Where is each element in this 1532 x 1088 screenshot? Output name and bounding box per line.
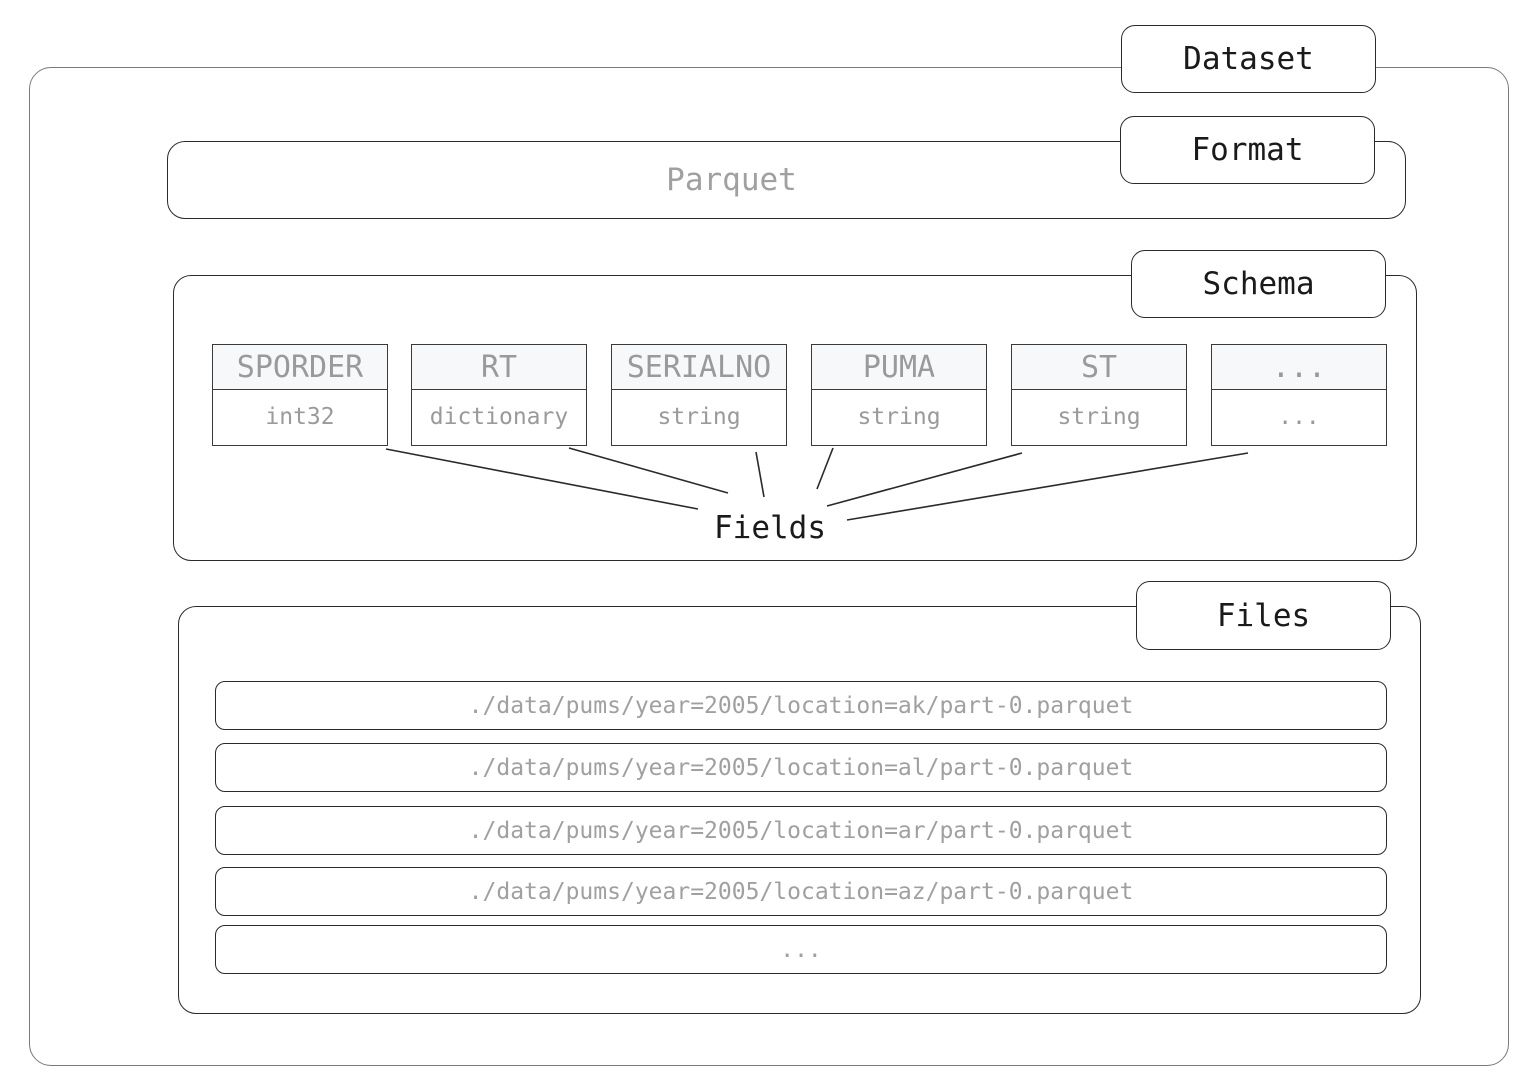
- field-type: string: [857, 404, 941, 430]
- format-label: Format: [1120, 116, 1375, 184]
- dataset-label: Dataset: [1121, 25, 1376, 93]
- field-name: SPORDER: [213, 345, 387, 390]
- field-name: RT: [412, 345, 586, 390]
- schema-field: PUMA string: [811, 344, 987, 446]
- files-label: Files: [1136, 581, 1391, 650]
- file-item: ./data/pums/year=2005/location=ak/part-0…: [215, 681, 1387, 730]
- file-item: ...: [215, 925, 1387, 974]
- format-value: Parquet: [666, 162, 797, 198]
- connector-line: [846, 452, 1249, 521]
- connector-line: [385, 448, 699, 510]
- schema-field: ... ...: [1211, 344, 1387, 446]
- field-name: ST: [1012, 345, 1186, 390]
- file-item: ./data/pums/year=2005/location=az/part-0…: [215, 867, 1387, 916]
- file-item: ./data/pums/year=2005/location=al/part-0…: [215, 743, 1387, 792]
- schema-field: SERIALNO string: [611, 344, 787, 446]
- schema-label: Schema: [1131, 250, 1386, 318]
- schema-field: ST string: [1011, 344, 1187, 446]
- connector-line: [755, 451, 765, 498]
- field-type: string: [1057, 404, 1141, 430]
- connector-line: [816, 447, 834, 490]
- schema-field: SPORDER int32: [212, 344, 388, 446]
- connector-line: [568, 447, 729, 494]
- field-type: int32: [265, 404, 335, 430]
- field-type: ...: [1278, 404, 1320, 430]
- connector-line: [826, 452, 1023, 507]
- field-type: string: [657, 404, 741, 430]
- schema-field: RT dictionary: [411, 344, 587, 446]
- fields-label: Fields: [714, 510, 826, 546]
- field-name: ...: [1212, 345, 1386, 390]
- field-name: PUMA: [812, 345, 986, 390]
- file-item: ./data/pums/year=2005/location=ar/part-0…: [215, 806, 1387, 855]
- field-type: dictionary: [429, 404, 569, 430]
- field-name: SERIALNO: [612, 345, 786, 390]
